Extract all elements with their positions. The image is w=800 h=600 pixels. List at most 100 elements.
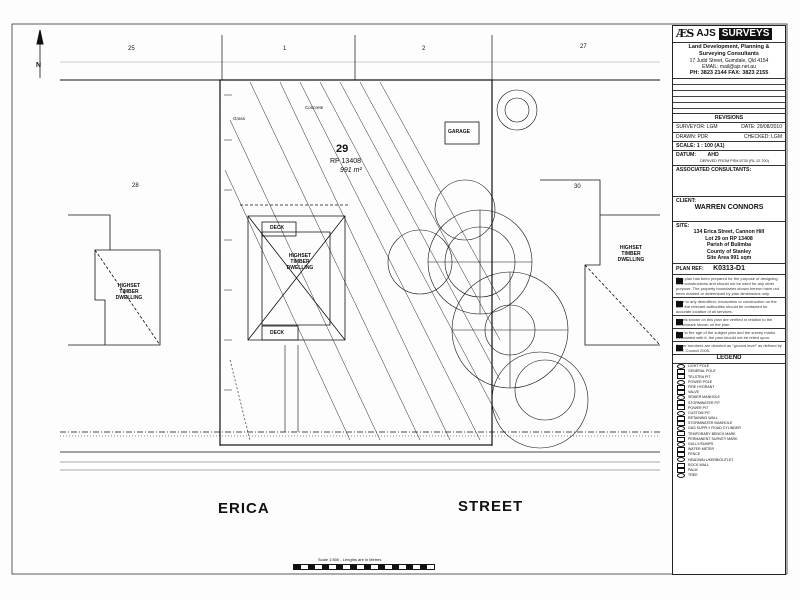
lot-28-label: 28 [132, 183, 139, 189]
legend-symbol-icon [677, 395, 685, 401]
site-line-2: Lot 29 on RP 13408 [705, 235, 753, 242]
street-name-right: STREET [458, 498, 524, 515]
legend-symbol-icon [677, 467, 685, 473]
legend-item: GENERAL POLE [673, 369, 785, 375]
main-dwelling-label: HIGHSET TIMBER DWELLING [286, 253, 314, 271]
date-label: DATE: [741, 124, 756, 131]
legend-item: FENCE [673, 452, 785, 458]
legend-item: TREE [673, 472, 785, 478]
legend-symbol-icon [677, 457, 685, 463]
lot-area: 991 m² [340, 167, 362, 174]
surveyor-row: SURVEYOR: LGM DATE: 29/08/2010 [673, 123, 785, 133]
address: 17 Judd Street, Gumdale, Qld 4154 [689, 57, 769, 64]
lot-25-label: 25 [128, 46, 135, 52]
site-row: SITE: 134 Erica Street, Cannon Hill Lot … [673, 222, 785, 264]
site-label: SITE: [676, 222, 690, 229]
drawn-value: PDR [697, 133, 709, 140]
lot-2-label: 2 [422, 46, 426, 52]
lot-1-label: 1 [283, 46, 287, 52]
front-paths [229, 345, 299, 441]
left-neighbour-dwelling [68, 214, 161, 346]
assoc-consultants: ASSOCIATED CONSULTANTS: [673, 166, 785, 197]
surveyor-value: LGM [706, 124, 718, 131]
legend-item-label: FENCE [688, 452, 701, 457]
plan-ref-row: PLAN REF: K0313-D1 [673, 264, 785, 276]
note-4: Due to the age of the subject plan and t… [673, 329, 785, 343]
legend-item-label: POWER POLE [688, 379, 713, 384]
legend-item-label: PALM [688, 467, 698, 472]
company-logo: ÆS AJS SURVEYS [673, 26, 785, 43]
client-row: CLIENT: WARREN CONNORS [673, 197, 785, 222]
legend-item-label: RETAINING WALL [688, 416, 718, 421]
site-line-5: Site Area 991 sqm [706, 255, 752, 262]
legend-item: TEMPORARY BENCH MARK [673, 431, 785, 437]
legend-item-label: GULLY/SUMPS [688, 442, 714, 447]
datum-note: DERIVED FROM PSM 6730 (RL 12.700) [700, 158, 769, 163]
left-dwelling-label: HIGHSET TIMBER DWELLING [115, 283, 143, 301]
legend-item-label: CUSTOM PIT [688, 410, 711, 415]
revisions-label: REVISIONS [673, 114, 785, 124]
legend-symbol-icon [677, 436, 685, 442]
client-value: WARREN CONNORS [694, 204, 764, 212]
note-1-text: This plan has been prepared for the purp… [676, 276, 779, 297]
note-3-text: Levels shown on this plan are verified i… [676, 317, 773, 328]
north-label: N [36, 62, 42, 69]
legend-symbol-icon [677, 369, 685, 375]
note-3: Levels shown on this plan are verified i… [673, 316, 785, 330]
legend-symbol-icon [677, 363, 685, 369]
garage-label: GARAGE [448, 129, 470, 135]
company-details: Land Development, Planning & Surveying C… [673, 43, 785, 79]
lot-30-label: 30 [574, 184, 581, 190]
note-4-text: Due to the age of the subject plan and t… [676, 330, 776, 341]
legend-item: HEADWALL/KERB/OUTLET [673, 457, 785, 463]
legend-item-label: GAS SUPPLY ROAD CYLINDER [688, 426, 741, 431]
surveyor-label: SURVEYOR: [676, 124, 706, 131]
drawn-label: DRAWN: [676, 133, 697, 140]
client-label: CLIENT: [676, 197, 696, 204]
drawn-row: DRAWN: PDR CHECKED: LGM [673, 133, 785, 142]
legend-item: ROCK WALL [673, 462, 785, 468]
legend-symbol-icon [677, 379, 685, 385]
legend-item-label: STORMWATER PIT [688, 400, 721, 405]
legend-item: POWER POLE [673, 379, 785, 385]
legend-item-label: FIRE HYDRANT [688, 384, 715, 389]
services: Land Development, Planning & Surveying C… [688, 43, 770, 57]
legend-item: PALM [673, 467, 785, 473]
legend-item-label: LIGHT POLE [688, 364, 710, 369]
date-value: 29/08/2010 [756, 124, 782, 131]
company-name-a: AJS [696, 27, 716, 39]
note-5-text: Cover numbers are denoted as "ground lev… [676, 343, 782, 354]
legend-item: STORMWATER MANHOLE [673, 421, 785, 427]
site-line-4: County of Stanley [706, 248, 752, 255]
legend-item-label: TELSTRA PIT [688, 374, 711, 379]
legend-item: TELSTRA PIT [673, 374, 785, 380]
datum-value: AHD [707, 152, 719, 159]
legend-item: POWER PIT [673, 405, 785, 411]
legend-symbol-icon [677, 410, 685, 416]
legend-item-label: TEMPORARY BENCH MARK [688, 431, 736, 436]
contour-lines [224, 81, 501, 441]
legend-symbol-icon [677, 415, 685, 421]
legend-item: GULLY/SUMPS [673, 441, 785, 447]
tree-canopies [387, 89, 589, 449]
site-line-3: Parish of Bulimba [706, 242, 752, 249]
company-mark: ÆS [676, 27, 694, 40]
checked-label: CHECKED: [743, 133, 770, 140]
legend-item: LIGHT POLE [673, 363, 785, 369]
lot-number: 29 [336, 143, 349, 155]
dimension-ticks [224, 94, 232, 391]
legend-item-label: POWER PIT [688, 405, 709, 410]
legend-symbol-icon [677, 405, 685, 411]
legend-item: CUSTOM PIT [673, 410, 785, 416]
sheet-border [11, 23, 788, 575]
legend-symbol-icon [677, 421, 685, 427]
legend-symbol-icon [677, 441, 685, 447]
concrete-label: Concrete [305, 105, 324, 110]
note-2-text: Prior to any demolition, excavation or c… [676, 299, 777, 315]
legend-symbol-icon [677, 400, 685, 406]
legend-symbol-icon [677, 446, 685, 452]
